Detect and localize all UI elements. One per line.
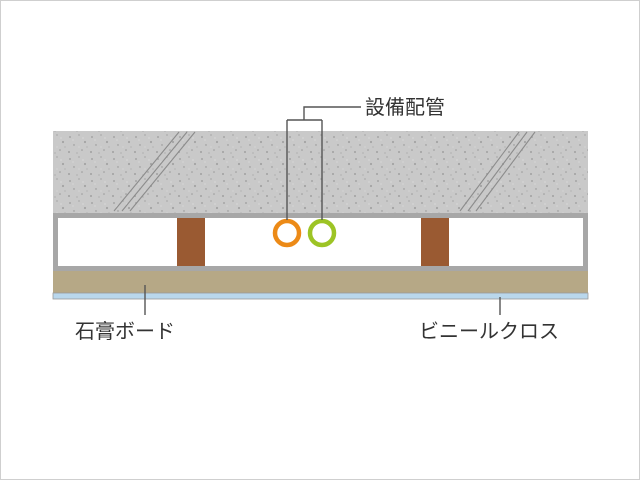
rebar-hatch-right <box>459 131 536 212</box>
vinyl-cloth-label: ビニールクロス <box>419 319 559 343</box>
furring-frame <box>53 213 588 271</box>
frame-left-post <box>53 213 58 271</box>
vinyl-cloth-layer <box>52 292 589 300</box>
wood-joist <box>177 218 205 266</box>
frame-right-post <box>583 213 588 271</box>
gypsum-board-layer <box>53 271 588 293</box>
gypsum-board-label: 石膏ボード <box>75 319 175 343</box>
concrete-speckle <box>53 131 588 213</box>
piping-label: 設備配管 <box>365 95 445 119</box>
piping-leader-line <box>286 106 361 220</box>
pipe-cross-section-icon <box>307 218 337 248</box>
wood-joist <box>421 218 449 266</box>
frame-bottom-bar <box>53 266 588 271</box>
pipe-cross-section-icon <box>272 218 302 248</box>
concrete-slab <box>53 131 588 213</box>
rebar-hatch-left <box>113 131 196 212</box>
frame-top-bar <box>53 213 588 218</box>
